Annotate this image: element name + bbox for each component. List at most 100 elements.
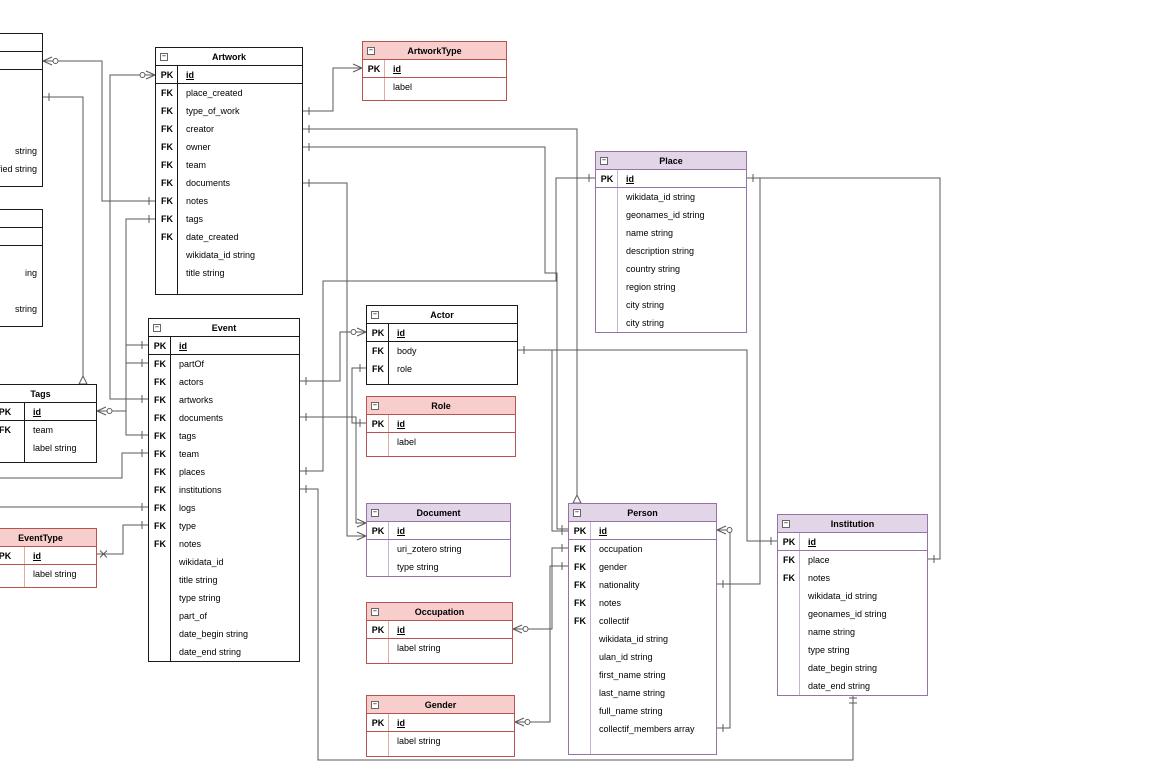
field-row (0, 282, 42, 300)
field-label: title string (186, 268, 225, 278)
relationship-edge-actor-body--person (551, 350, 568, 532)
key-type-label: FK (154, 413, 166, 423)
field-row: first_name string (569, 666, 716, 684)
entity-title: –Role (367, 397, 515, 415)
key-type-label: FK (574, 544, 586, 554)
field-row: name string (596, 224, 746, 242)
field-row: wikidata_id string (156, 246, 302, 264)
field-row: FK place_created (156, 84, 302, 102)
entity-title: –Person (569, 504, 716, 522)
key-type-label: FK (574, 616, 586, 626)
key-type-label: FK (161, 214, 173, 224)
key-type-label: FK (154, 467, 166, 477)
key-type-label: FK (0, 425, 11, 435)
key-type-label: FK (161, 106, 173, 116)
field-row: type string (778, 641, 927, 659)
key-type-label: FK (154, 485, 166, 495)
key-type-label: FK (154, 377, 166, 387)
relationship-edge-artwork-type_of_work--artworktype (303, 67, 362, 112)
key-type-label: FK (154, 395, 166, 405)
relationship-edge-tags--event-tags (125, 411, 148, 436)
field-label: collectif_members array (599, 724, 695, 734)
collapse-icon[interactable]: – (782, 520, 790, 528)
field-label: first_name string (599, 670, 666, 680)
key-type-label: FK (372, 346, 384, 356)
entity-title-label: EventType (18, 533, 63, 543)
key-type-label: FK (574, 598, 586, 608)
field-row: dified string (0, 160, 42, 178)
key-type-label: FK (161, 88, 173, 98)
collapse-icon[interactable]: – (600, 157, 608, 165)
key-type-label: PK (153, 341, 167, 351)
key-type-label: PK (160, 70, 174, 80)
field-label: notes (599, 598, 622, 608)
collapse-icon[interactable]: – (371, 402, 379, 410)
key-type-label: FK (161, 232, 173, 242)
relationship-edge-person-collectif--person (717, 529, 731, 729)
collapse-icon[interactable]: – (160, 53, 168, 61)
entity-title: –ArtworkType (363, 42, 506, 60)
field-row: city string (596, 314, 746, 332)
field-label: gender (599, 562, 628, 572)
collapse-icon[interactable]: – (573, 509, 581, 517)
collapse-icon[interactable]: – (371, 509, 379, 517)
relationship-edge-event-actors--actor (300, 331, 366, 382)
collapse-icon[interactable]: – (153, 324, 161, 332)
key-column-divider (156, 66, 178, 294)
entity-body: stringdified string (0, 52, 42, 186)
field-row: label string (0, 565, 96, 583)
key-type-label: FK (372, 364, 384, 374)
field-row: date_begin string (778, 659, 927, 677)
field-label: id (626, 174, 634, 184)
collapse-icon[interactable]: – (371, 701, 379, 709)
collapse-icon[interactable]: – (371, 311, 379, 319)
relationship-edge-tags--artwork-tags (97, 218, 155, 412)
field-label: id (33, 407, 41, 417)
field-label: date_end string (179, 647, 242, 657)
field-label: last_name string (599, 688, 666, 698)
key-column-divider (149, 337, 171, 661)
field-label: wikidata_id (179, 557, 224, 567)
entity-partial-top[interactable]: –stringdified string (0, 33, 43, 187)
collapse-icon[interactable]: – (371, 608, 379, 616)
field-label: notes (186, 196, 209, 206)
field-label: wikidata_id string (186, 250, 256, 260)
field-label: team (186, 160, 207, 170)
field-label: description string (626, 246, 695, 256)
field-row: wikidata_id string (778, 587, 927, 605)
key-column-divider (596, 170, 618, 332)
field-label: place_created (186, 88, 243, 98)
field-label: region string (626, 282, 676, 292)
collapse-icon[interactable]: – (367, 47, 375, 55)
